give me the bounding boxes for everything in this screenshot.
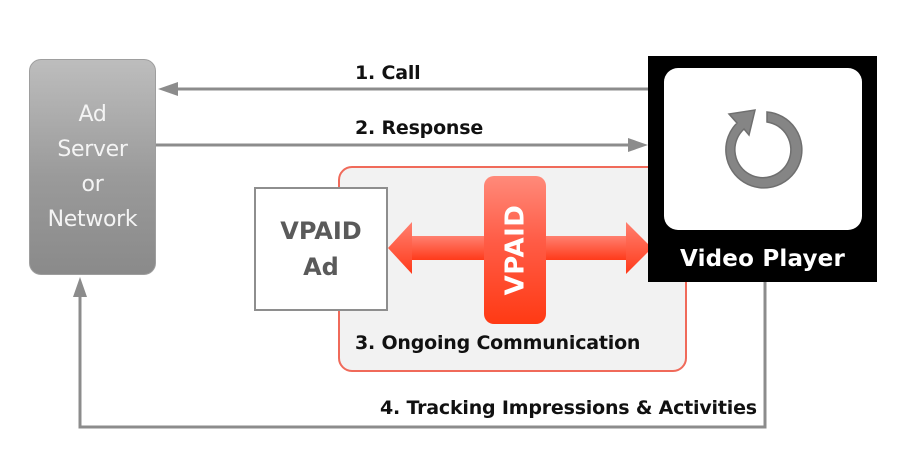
video-player-screen (664, 68, 862, 230)
ad-server-label: Ad Server or Network (47, 102, 138, 232)
vpaid-interface-node: VPAID (484, 176, 546, 324)
step-ongoing-label: 3. Ongoing Communication (355, 332, 641, 354)
call-arrow (158, 82, 648, 96)
ad-server-node: Ad Server or Network (29, 59, 156, 275)
response-arrow (156, 138, 648, 152)
step-response-label: 2. Response (355, 117, 484, 139)
refresh-icon (725, 109, 803, 189)
vpaid-ad-label: VPAID Ad (280, 217, 362, 281)
step-tracking-label: 4. Tracking Impressions & Activities (380, 397, 757, 419)
tracking-arrow (73, 277, 767, 429)
vpaid-ad-node: VPAID Ad (254, 187, 388, 311)
vpaid-interface-label: VPAID (500, 204, 531, 296)
step-call-label: 1. Call (355, 62, 421, 84)
video-player-label: Video Player (679, 246, 846, 272)
